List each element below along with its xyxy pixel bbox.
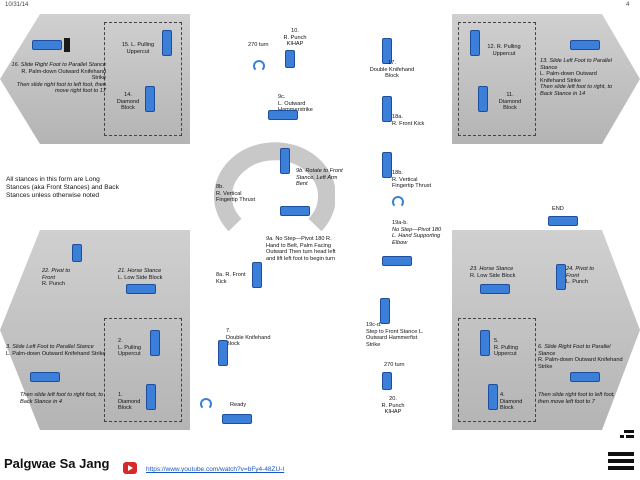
figure-19ab: [382, 256, 412, 266]
step-19ab: 19a-b.No Step—Pivot 180 L. Hand Supporti…: [392, 220, 442, 246]
turn-label-20: 270 turn: [384, 362, 405, 368]
step-19cd: 19c-d.Step to Front Stance L. Outward Ha…: [366, 322, 424, 348]
step-11: 11.Diamond Block: [498, 92, 522, 112]
foot-16: [64, 38, 70, 52]
step-18b: 18b.R. Vertical Fingertip Thrust: [392, 170, 432, 190]
trigram-icon: [608, 430, 634, 470]
figure-6: [570, 372, 600, 382]
step-3: 3. Slide Left Foot to Parallel Stance L.…: [6, 344, 106, 357]
page-number: 4: [626, 2, 630, 8]
step-9a: 9a. No Step—Pivot 180 R. Hand to Belt, P…: [266, 236, 336, 262]
step-12: 12. R. Pulling Uppercut: [487, 44, 521, 57]
step-6: 6. Slide Right Foot to Parallel Stance R…: [538, 344, 623, 370]
figure-8a: [252, 262, 262, 288]
step-1: 1.Diamond Block: [118, 392, 141, 412]
figure-23: [480, 284, 510, 294]
figure-18a: [382, 96, 392, 122]
step-3-note: Then slide left foot to right foot, to B…: [20, 392, 104, 405]
figure-3: [30, 372, 60, 382]
figure-13: [570, 40, 600, 50]
figure-14: [145, 86, 155, 112]
dashed-box-bottom-left: [104, 318, 182, 422]
figure-1: [146, 384, 156, 410]
figure-24: [556, 264, 566, 290]
video-link[interactable]: https://www.youtube.com/watch?v=bFy4-48Z…: [146, 466, 285, 473]
figure-9c: [268, 110, 298, 120]
figure-17: [382, 38, 392, 64]
step-13: 13. Slide Left Foot to Parallel Stance L…: [540, 58, 613, 97]
step-17: 17.Double Knifehand Block: [369, 60, 415, 80]
dashed-box-bottom-right: [458, 318, 536, 422]
dashed-box-top-left: [104, 22, 182, 136]
turn-arrow-19: [392, 196, 404, 208]
turn-arrow-ready: [200, 398, 212, 410]
page-title: Palgwae Sa Jang: [4, 456, 110, 471]
step-14: 14.Diamond Block: [116, 92, 140, 112]
step-18a: 18a.R. Front Kick: [392, 114, 425, 127]
turn-label-10: 270 turn: [248, 42, 269, 48]
figure-18b: [382, 152, 392, 178]
figure-7: [218, 340, 228, 366]
dashed-box-top-right: [458, 22, 536, 136]
stance-note: All stances in this form are Long Stance…: [6, 176, 119, 199]
figure-end: [548, 216, 578, 226]
step-7: 7.Double Knifehand Block: [226, 328, 271, 348]
end-label: END: [552, 206, 564, 212]
figure-2: [150, 330, 160, 356]
figure-4: [488, 384, 498, 410]
figure-10: [285, 50, 295, 68]
figure-21: [126, 284, 156, 294]
step-16: 16. Slide Right Foot to Parallel Stance …: [11, 62, 106, 95]
step-4: 4.Diamond Block: [500, 392, 523, 412]
step-9b: 9b. Rotate to Front Stance, Left Arm Ben…: [296, 168, 343, 188]
step-8b: 8b.R. Vertical Fingertip Thrust: [216, 184, 256, 204]
step-15: 15. L. Pulling Uppercut: [121, 42, 155, 55]
play-icon[interactable]: [123, 462, 137, 474]
step-8a: 8a. R. Front Kick: [216, 272, 246, 285]
rotation-arrow: [214, 142, 335, 232]
figure-15: [162, 30, 172, 56]
figure-ready: [222, 414, 252, 424]
figure-19cd: [380, 298, 390, 324]
figure-9a: [280, 206, 310, 216]
figure-22: [72, 244, 82, 262]
ready-label: Ready: [230, 402, 247, 408]
figure-20: [382, 372, 392, 390]
figure-16: [32, 40, 62, 50]
step-2: 2.L. Pulling Uppercut: [118, 338, 142, 358]
figure-9b: [280, 148, 290, 174]
date-label: 10/31/14: [5, 2, 29, 8]
step-6-note: Then slide right foot to left foot, then…: [538, 392, 615, 405]
figure-12: [470, 30, 480, 56]
turn-arrow-10: [253, 60, 265, 72]
figure-11: [478, 86, 488, 112]
step-5: 5.R. Pulling Uppercut: [494, 338, 518, 358]
figure-5: [480, 330, 490, 356]
